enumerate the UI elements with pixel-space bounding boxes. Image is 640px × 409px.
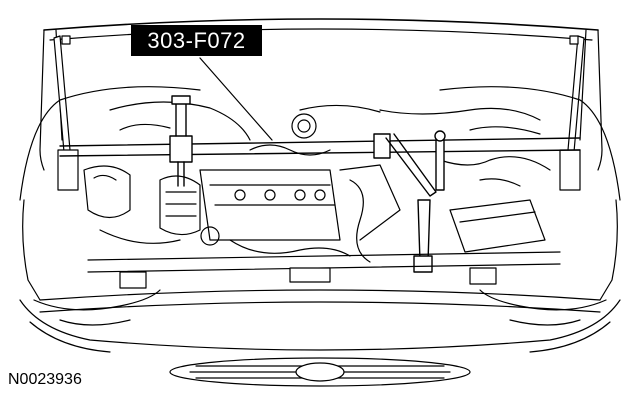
fender-outline	[19, 86, 621, 301]
headlamp-left	[33, 289, 161, 311]
figure-id: N0023936	[8, 371, 82, 388]
headlamp-right	[479, 289, 607, 311]
front-bumper	[19, 299, 621, 353]
tool-callout-label: 303-F072	[131, 25, 262, 56]
hood-strut-left	[53, 35, 79, 191]
hood-strut-right	[559, 35, 585, 191]
callout-leader-line	[199, 57, 273, 141]
grille	[169, 357, 471, 387]
radiator-support	[39, 251, 601, 313]
hood-outline	[39, 18, 603, 171]
engine-support-bar	[59, 95, 581, 273]
engine-compartment	[83, 101, 551, 263]
